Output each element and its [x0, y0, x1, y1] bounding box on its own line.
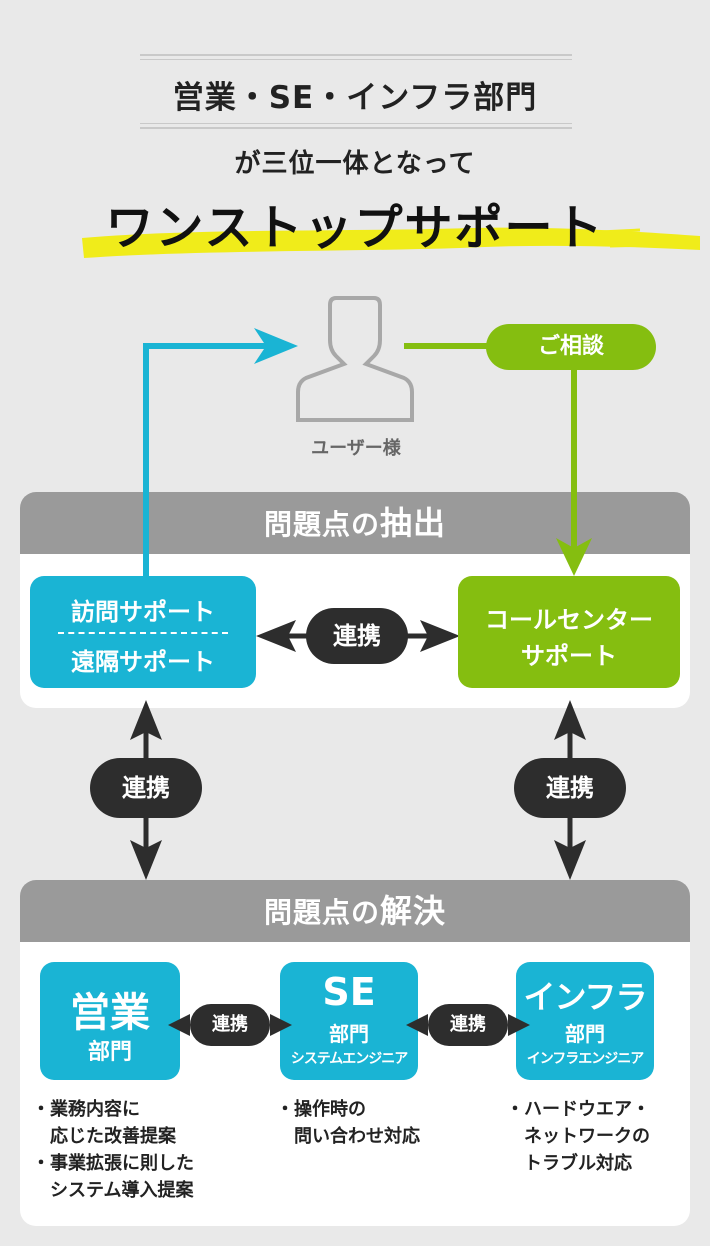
note-line: ・操作時の — [276, 1099, 366, 1120]
title-one-stop: ワンストップサポート — [105, 200, 605, 256]
se-notes: ・操作時の 問い合わせ対応 — [276, 1096, 420, 1150]
dept-infra-name: インフラ — [523, 978, 647, 1016]
user-label: ユーザー様 — [311, 438, 401, 459]
top-rule — [140, 54, 572, 56]
infra-notes: ・ハードウエア・ ネットワークの トラブル対応 — [506, 1096, 650, 1177]
extraction-title-plain: 問題点の — [263, 508, 380, 541]
call-center-label: コールセンター — [485, 606, 653, 634]
dept-se-name: SE — [322, 970, 376, 1014]
note-line: ・事業拡張に則した — [32, 1153, 194, 1174]
visit-remote-support-box: 訪問サポート 遠隔サポート — [30, 576, 256, 688]
link-pill-horizontal: 連携 — [306, 608, 408, 664]
visit-support-label: 訪問サポート — [71, 598, 215, 626]
note-line: 問い合わせ対応 — [276, 1126, 420, 1147]
bottom-rule-thin — [140, 123, 572, 124]
resolution-panel-header: 問題点の解決 — [20, 880, 690, 942]
bottom-rule — [140, 127, 572, 129]
extraction-title-bold: 抽出 — [380, 504, 447, 542]
title-departments: 営業・SE・インフラ部門 — [172, 80, 538, 116]
box-divider — [58, 632, 228, 634]
dept-link-pill-1: 連携 — [190, 1004, 270, 1046]
call-center-support-box: コールセンター サポート — [458, 576, 680, 688]
top-rule-thin — [140, 59, 572, 60]
dept-se-box: SE 部門 システムエンジニア — [280, 962, 418, 1080]
note-line: ・業務内容に — [32, 1099, 140, 1120]
extraction-panel-header: 問題点の抽出 — [20, 492, 690, 554]
sales-notes: ・業務内容に 応じた改善提案 ・事業拡張に則した システム導入提案 — [32, 1096, 194, 1204]
note-line: ・ハードウエア・ — [506, 1099, 650, 1120]
resolution-title-plain: 問題点の — [263, 896, 380, 929]
title-subline: が三位一体となって — [234, 149, 476, 179]
link-pill-right: 連携 — [514, 758, 626, 818]
note-line: ネットワークの — [506, 1126, 650, 1147]
link-pill-left: 連携 — [90, 758, 202, 818]
resolution-title-bold: 解決 — [380, 892, 447, 930]
note-line: トラブル対応 — [506, 1153, 632, 1174]
dept-infra-extra: インフラエンジニア — [526, 1051, 645, 1067]
user-silhouette-icon — [296, 296, 414, 422]
remote-support-label: 遠隔サポート — [71, 648, 215, 676]
highlighter-stroke — [82, 227, 701, 258]
dept-infra-box: インフラ 部門 インフラエンジニア — [516, 962, 654, 1080]
dept-sales-box: 営業 部門 — [40, 962, 180, 1080]
dept-sales-sub: 部門 — [87, 1040, 132, 1065]
dept-link-pill-2: 連携 — [428, 1004, 508, 1046]
dept-sales-name: 営業 — [70, 990, 150, 1036]
note-line: システム導入提案 — [32, 1180, 194, 1201]
dept-se-extra: システムエンジニア — [290, 1051, 409, 1067]
call-center-support-label: サポート — [521, 642, 617, 670]
consult-badge: ご相談 — [486, 324, 656, 370]
dept-se-sub: 部門 — [329, 1022, 369, 1046]
note-line: 応じた改善提案 — [32, 1126, 176, 1147]
dept-infra-sub: 部門 — [565, 1022, 605, 1046]
